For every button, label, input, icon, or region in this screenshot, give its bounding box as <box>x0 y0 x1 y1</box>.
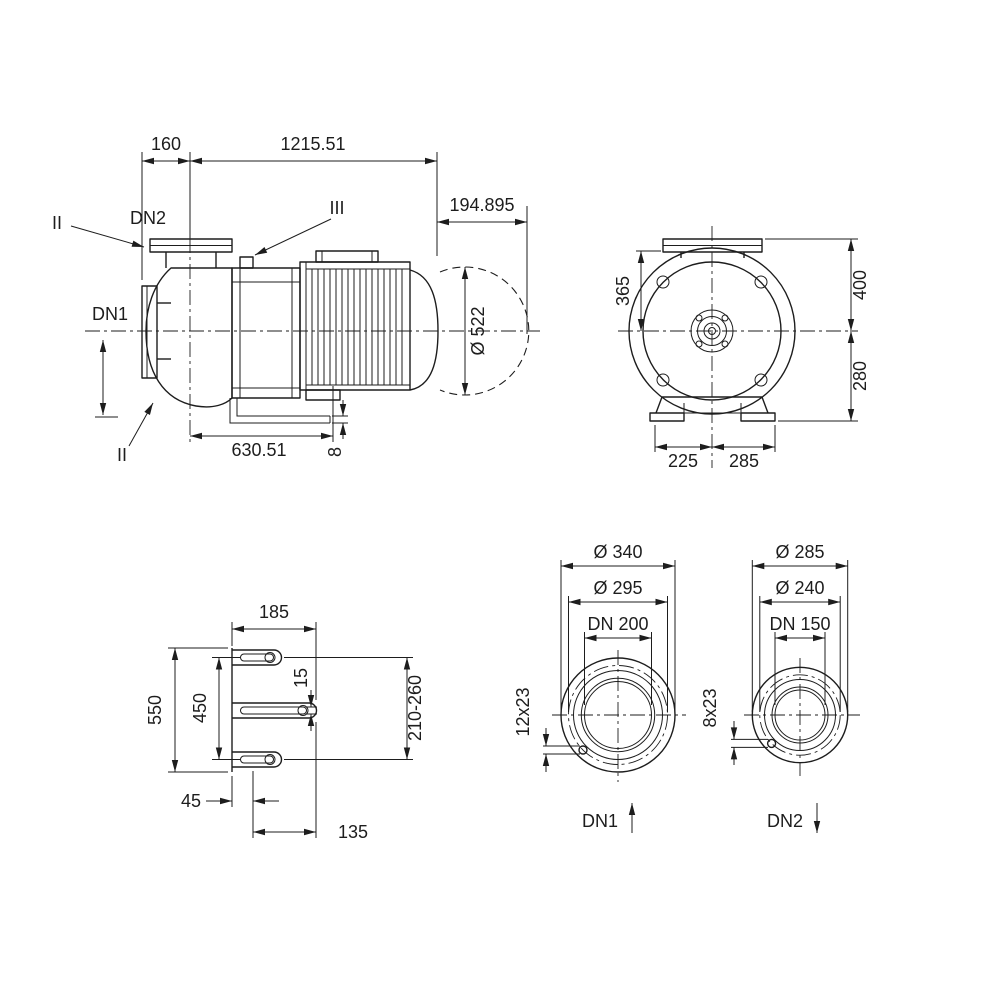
dim-240-label: Ø 240 <box>775 578 824 598</box>
dim-210-260-label: 210-260 <box>405 675 425 741</box>
drain-pipe <box>229 398 331 424</box>
dim-522-label: Ø 522 <box>468 306 488 355</box>
base-plate-view: 185 550 450 15 210-260 45 135 <box>145 602 425 842</box>
dim-225-label: 225 <box>668 451 698 471</box>
dn2-bolt-hole <box>766 738 777 749</box>
dn1-dimensions <box>542 560 676 833</box>
dn2-port-label: DN2 <box>130 208 166 228</box>
side-view-dimensions <box>70 152 528 447</box>
vent-plug <box>239 256 254 269</box>
base-plate-outline <box>231 648 318 772</box>
dn2-label: DN2 <box>767 811 803 831</box>
dim-280-label: 280 <box>850 361 870 391</box>
motor <box>299 250 439 404</box>
dim-295-label: Ø 295 <box>593 578 642 598</box>
dim-dn150-label: DN 150 <box>769 614 830 634</box>
dim-550-label: 550 <box>145 695 165 725</box>
dn2-flange-circles <box>751 666 849 764</box>
dim-194-label: 194.895 <box>449 195 514 215</box>
dim-160-label: 160 <box>151 134 181 154</box>
section-mark-right-label: III <box>329 198 344 218</box>
dim-285-label: 285 <box>729 451 759 471</box>
front-view: 365 400 280 225 285 <box>613 226 870 471</box>
front-view-dimensions <box>636 238 858 452</box>
discharge-flange-view: Ø 285 Ø 240 DN 150 8x23 DN2 <box>700 542 860 833</box>
dim-365-label: 365 <box>613 276 633 306</box>
motor-bracket <box>231 267 301 399</box>
side-view: 160 1215.51 194.895 II DN2 III DN1 Ø 522… <box>52 134 540 465</box>
pump-base-front <box>649 396 776 422</box>
dim-45-label: 45 <box>181 791 201 811</box>
motor-swing-circle <box>439 266 530 396</box>
dim-400-label: 400 <box>850 270 870 300</box>
suction-flange <box>141 285 171 379</box>
pump-front-body <box>628 247 796 415</box>
section-mark-top-label: II <box>52 213 62 233</box>
dim-340-label: Ø 340 <box>593 542 642 562</box>
dn1-flange-circles <box>560 657 676 773</box>
dim-630-label: 630.51 <box>231 440 286 460</box>
dim-8-label: 8 <box>325 447 345 457</box>
dim-450-label: 450 <box>190 693 210 723</box>
dim-8x23-label: 8x23 <box>700 688 720 727</box>
discharge-flange <box>149 238 233 268</box>
dn1-bolt-hole <box>578 745 588 755</box>
dim-185-label: 185 <box>259 602 289 622</box>
dim-dn200-label: DN 200 <box>587 614 648 634</box>
dim-1215-label: 1215.51 <box>280 134 345 154</box>
dn1-port-label: DN1 <box>92 304 128 324</box>
dn2-dimensions <box>730 560 849 833</box>
dim-12x23-label: 12x23 <box>513 687 533 736</box>
base-view-dimensions <box>168 622 413 838</box>
dim-15-label: 15 <box>291 668 311 688</box>
suction-flange-view: Ø 340 Ø 295 DN 200 12x23 DN1 <box>513 542 686 833</box>
dn1-label: DN1 <box>582 811 618 831</box>
dim-135-label: 135 <box>338 822 368 842</box>
motor-foot <box>305 389 341 401</box>
discharge-flange-front <box>662 238 763 258</box>
volute-casing <box>145 267 233 408</box>
section-mark-bottom-label: II <box>117 445 127 465</box>
dim-285d-label: Ø 285 <box>775 542 824 562</box>
